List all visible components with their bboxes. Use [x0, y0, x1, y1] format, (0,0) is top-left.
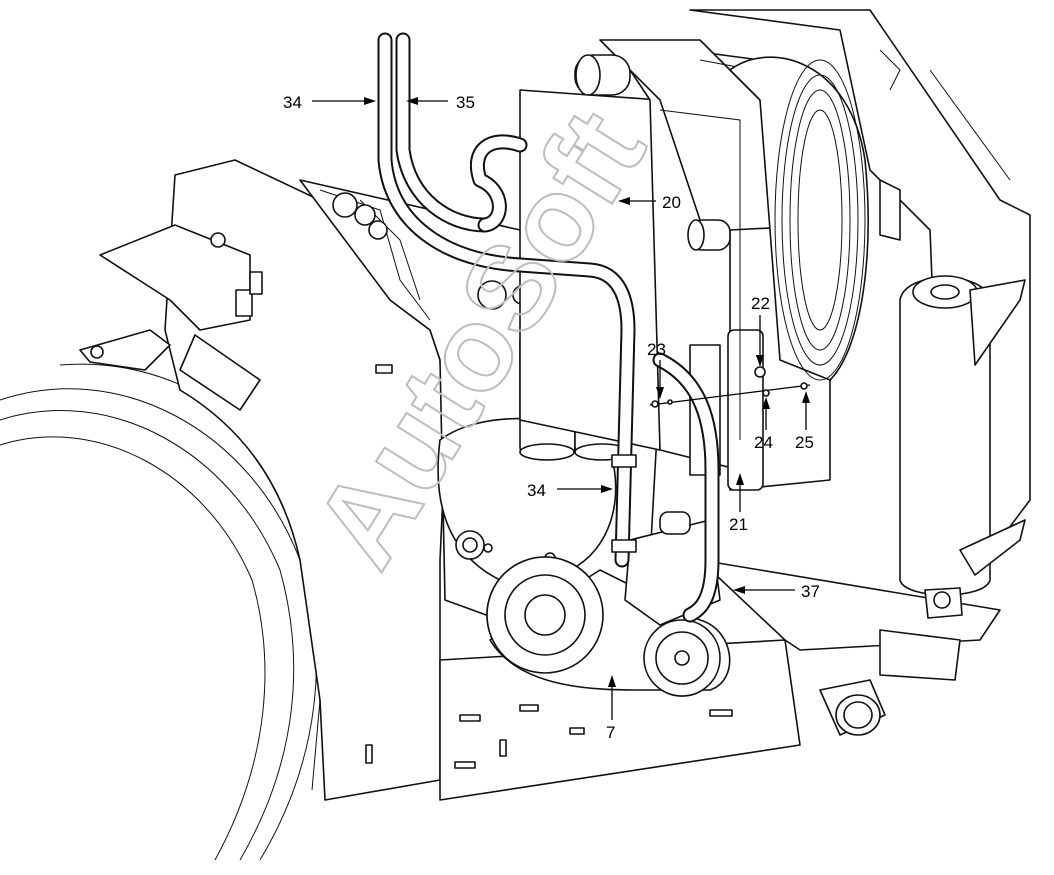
callout-label-22: 22 — [751, 294, 770, 313]
callout-24: 24 — [754, 397, 773, 452]
callout-label-7: 7 — [606, 723, 615, 742]
callout-label-20: 20 — [662, 193, 681, 212]
callout-label-37: 37 — [801, 582, 820, 601]
callout-37: 37 — [733, 582, 820, 601]
cooling-fan — [729, 56, 869, 381]
callout-25: 25 — [795, 391, 814, 452]
callout-label-34-top: 34 — [283, 93, 302, 112]
callout-23: 23 — [647, 340, 666, 399]
right-hood — [689, 9, 1031, 596]
callout-label-24: 24 — [754, 433, 773, 452]
callout-label-34-middle: 34 — [527, 481, 546, 500]
callout-20: 20 — [618, 193, 681, 212]
callout-label-21: 21 — [729, 515, 748, 534]
hardware-bolts — [649, 366, 811, 408]
exhaust-pipe — [819, 587, 963, 736]
callouts: 34 35 20 22 23 24 — [283, 93, 820, 742]
callout-21: 21 — [729, 473, 748, 534]
hoses — [377, 32, 720, 623]
callout-34-middle: 34 — [527, 481, 613, 500]
callout-22: 22 — [751, 294, 770, 367]
callout-34-top: 34 — [283, 93, 376, 112]
callout-7: 7 — [606, 675, 616, 742]
callout-35: 35 — [406, 93, 475, 112]
callout-label-35: 35 — [456, 93, 475, 112]
belt-drive — [455, 511, 731, 697]
callout-label-23: 23 — [647, 340, 666, 359]
left-frame — [79, 159, 446, 801]
callout-label-25: 25 — [795, 433, 814, 452]
